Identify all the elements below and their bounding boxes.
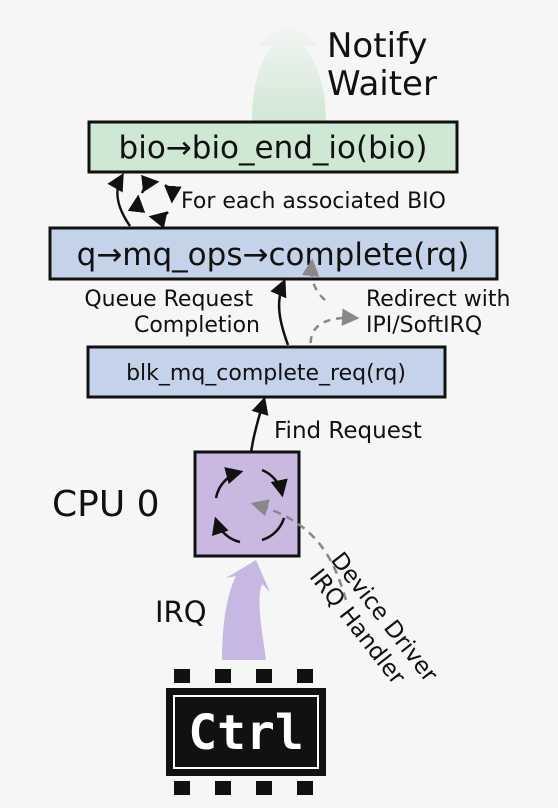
mq-ops-complete-label: q→mq_ops→complete(rq) [77, 237, 470, 273]
find-request-label: Find Request [274, 418, 422, 444]
for-each-bio-label: For each associated BIO [181, 189, 446, 214]
mq-ops-complete-box [48, 226, 499, 281]
arrow-to-bio-end-io [107, 172, 132, 227]
device-driver-label: Device Driver IRQ Handler [304, 548, 447, 710]
redirect-dashed-arrow-up [301, 258, 326, 301]
irq-label: IRQ [155, 595, 207, 629]
notify-waiter-arrow [252, 20, 326, 122]
bio-end-io-box [87, 120, 459, 174]
chip-icon [166, 669, 326, 795]
device-driver-dashed-arrow [250, 499, 348, 601]
cycle-arrows-icon [127, 174, 182, 229]
notify-waiter-label: Notify Waiter [327, 26, 438, 104]
cpu-cycle-arrows-icon [211, 467, 288, 544]
arrow-to-mq-ops-complete [270, 278, 290, 346]
redirect-ipi-label: Redirect with IPI/SoftIRQ [366, 287, 517, 338]
redirect-dashed-arrow-right [309, 308, 360, 357]
queue-request-completion-label: Queue Request Completion [84, 287, 260, 338]
blk-mq-complete-req-label: blk_mq_complete_req(rq) [126, 361, 406, 386]
cpu-box [193, 450, 301, 558]
irq-arrow [222, 560, 270, 660]
cpu-label: CPU 0 [52, 484, 160, 525]
bio-end-io-label: bio→bio_end_io(bio) [119, 130, 428, 166]
chip-label: Ctrl [188, 705, 304, 761]
